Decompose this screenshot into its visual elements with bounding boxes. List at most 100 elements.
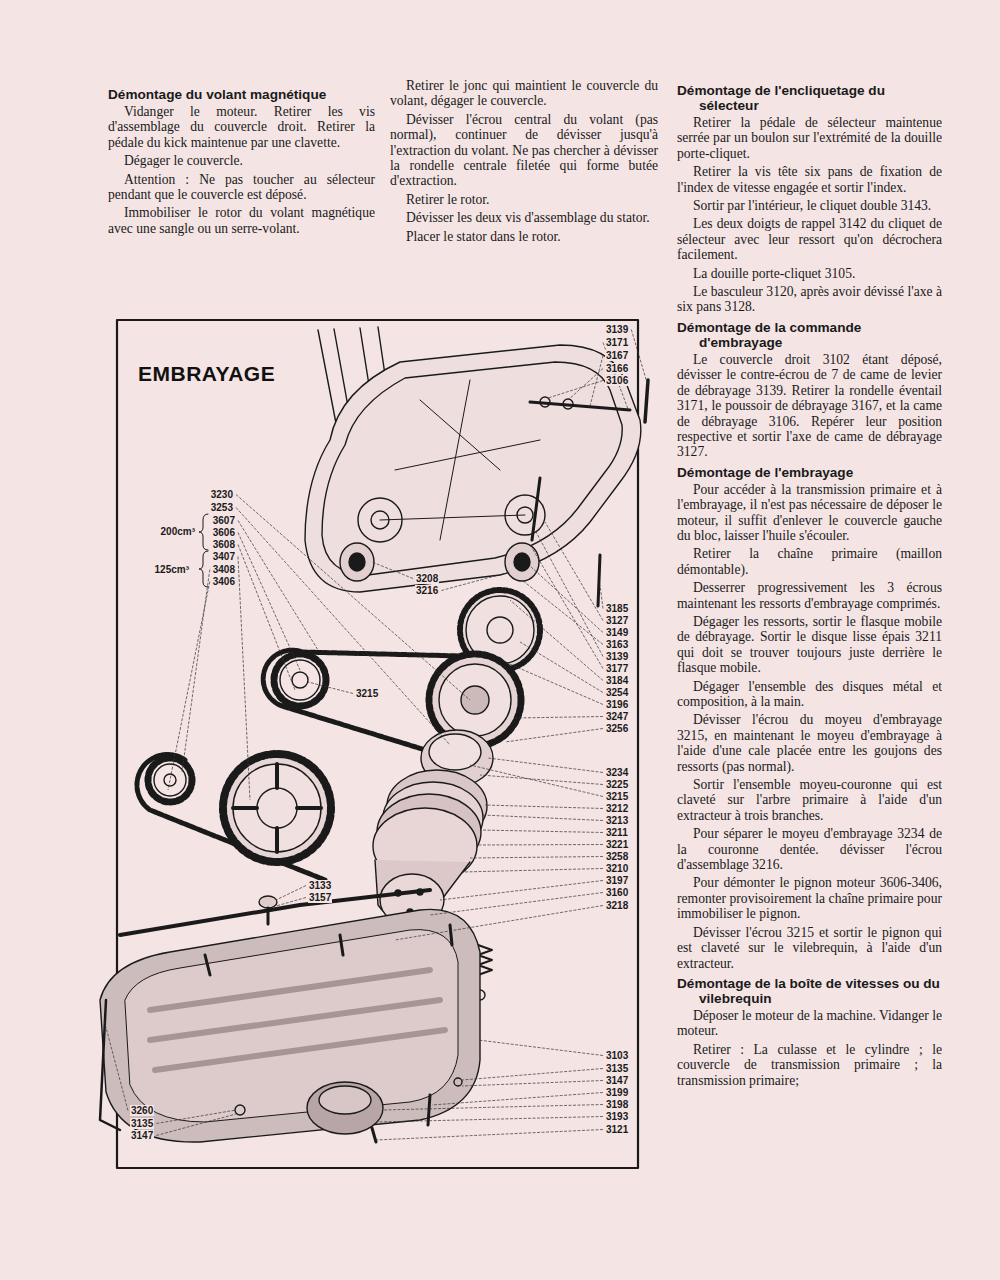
clutch-hub	[429, 734, 481, 770]
body-paragraph: Retirer la vis tête six pans de fixation…	[677, 164, 942, 195]
callout-number: 3149	[605, 627, 629, 638]
body-paragraph: Pour démonter le pignon moteur 3606-3406…	[677, 875, 942, 921]
washer	[563, 399, 573, 409]
clutch-sprocket	[461, 686, 489, 714]
body-paragraph: Dévisser l'écrou central du volant (pas …	[390, 112, 658, 189]
text-column: Démontage de l'encliquetage du sélecteur…	[677, 78, 942, 1091]
body-paragraph: La douille porte-cliquet 3105.	[677, 266, 942, 281]
washer	[235, 1105, 245, 1115]
leader-line	[395, 906, 603, 941]
callout-number: 3606	[212, 527, 236, 538]
body-paragraph: Desserrer progressivement les 3 écrous m…	[677, 580, 942, 611]
bracket	[199, 514, 208, 550]
callout-number: 3147	[130, 1130, 154, 1141]
diagram-title: EMBRAYAGE	[138, 362, 275, 386]
crankcase	[305, 345, 641, 592]
callout-number: 3106	[605, 375, 629, 386]
callout-number: 3256	[605, 723, 629, 734]
callout-number: 3197	[605, 875, 629, 886]
leader-line	[488, 758, 603, 773]
leader-line	[480, 775, 603, 785]
leader-line	[470, 765, 603, 797]
leader-line	[432, 1093, 603, 1106]
callout-number: 3139	[605, 651, 629, 662]
body-paragraph: Pour accéder à la transmission primaire …	[677, 482, 942, 544]
leader-line	[532, 548, 603, 669]
clutch-basket	[223, 754, 331, 862]
leader-line	[470, 857, 603, 859]
body-paragraph: Pour séparer le moyeu d'embrayage 3234 d…	[677, 826, 942, 872]
leader-line	[236, 508, 450, 746]
callout-number: 3163	[605, 639, 629, 650]
sprocket	[148, 758, 192, 802]
callout-number: 3135	[130, 1118, 154, 1129]
body-paragraph: Dégager l'ensemble des disques métal et …	[677, 679, 942, 710]
clutch-basket	[233, 764, 321, 852]
boss	[358, 498, 402, 542]
body-paragraph: Dégager les ressorts, sortir le flasque …	[677, 614, 942, 676]
body-paragraph: Retirer le jonc qui maintient le couverc…	[390, 78, 658, 109]
leader-line	[238, 521, 318, 651]
size-label: 125cm³	[154, 564, 190, 575]
callout-number: 3607	[212, 515, 236, 526]
leader-line	[478, 1040, 603, 1056]
body-paragraph: Retirer la pédale de sélecteur maintenue…	[677, 115, 942, 161]
leader-line	[520, 642, 603, 693]
text-column: Démontage du volant magnétiqueVidanger l…	[108, 82, 375, 239]
body-paragraph: Déposer le moteur de la machine. Vidange…	[677, 1008, 942, 1039]
callout-number: 3160	[605, 887, 629, 898]
body-paragraph: Attention : Ne pas toucher au sélecteur …	[108, 172, 375, 203]
callout-number: 3234	[605, 767, 629, 778]
section-heading: Démontage du volant magnétique	[108, 87, 375, 102]
callout-number: 3121	[605, 1124, 629, 1135]
leader-line	[372, 562, 413, 579]
section-heading: Démontage de la commande d'embrayage	[677, 320, 942, 350]
body-paragraph: Immobiliser le rotor du volant magnétiqu…	[108, 205, 375, 236]
leader-line	[462, 1081, 603, 1087]
callout-number: 3198	[605, 1099, 629, 1110]
leader-line	[568, 369, 603, 401]
lever	[645, 380, 648, 422]
callout-number: 3260	[130, 1105, 154, 1116]
callout-number: 3254	[605, 687, 629, 698]
leader-line	[505, 662, 603, 705]
leader-line	[378, 1117, 603, 1123]
callout-number: 3147	[605, 1075, 629, 1086]
leader-line	[168, 582, 210, 791]
leader-line	[522, 580, 603, 645]
washer	[454, 1078, 462, 1086]
callout-number: 3103	[605, 1050, 629, 1061]
cover-shading	[150, 970, 445, 1070]
leader-line	[182, 570, 210, 773]
leader-line	[535, 530, 603, 657]
callout-number: 3253	[210, 502, 234, 513]
bearing	[505, 543, 539, 581]
filler-cap	[259, 896, 277, 908]
leader-line	[530, 566, 603, 633]
bearing	[340, 543, 374, 581]
body-paragraph: Dévisser l'écrou du moyeu d'embrayage 32…	[677, 712, 942, 774]
callout-number: 3177	[605, 663, 629, 674]
boss	[371, 511, 389, 529]
sprocket-hub	[292, 672, 308, 688]
body-paragraph: Retirer : La culasse et le cylindre ; le…	[677, 1042, 942, 1088]
leader-line	[510, 600, 603, 681]
primary-cover	[100, 909, 480, 1142]
body-paragraph: Retirer la chaîne primaire (maillon démo…	[677, 546, 942, 577]
clutch-basket	[257, 788, 297, 828]
screw	[100, 1000, 120, 1130]
bearing	[514, 553, 530, 571]
size-label: 200cm³	[160, 526, 196, 537]
body-paragraph: Dévisser les deux vis d'assemblage du st…	[390, 210, 658, 225]
stud	[532, 478, 540, 540]
callout-number: 3199	[605, 1087, 629, 1098]
bracket	[199, 551, 208, 587]
leader-line	[548, 381, 603, 399]
leader-line	[631, 330, 648, 387]
primary-cover	[125, 930, 458, 1122]
leader-line	[238, 557, 250, 801]
sprocket	[154, 764, 186, 796]
leader-line	[236, 495, 470, 701]
callout-number: 3211	[605, 827, 629, 838]
